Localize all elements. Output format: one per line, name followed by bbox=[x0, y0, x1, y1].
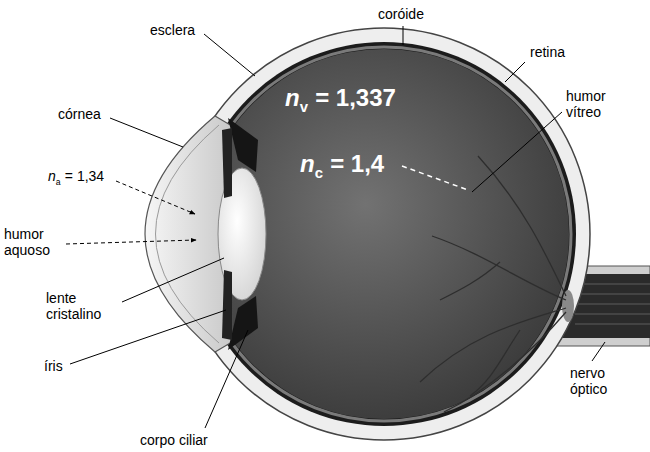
nerve-fibres bbox=[575, 284, 650, 324]
part-label: nervo óptico bbox=[570, 365, 626, 397]
leader-line bbox=[592, 342, 605, 361]
nerve-fibre bbox=[575, 304, 650, 305]
leader-line bbox=[110, 118, 183, 147]
part-name: corpo ciliar bbox=[140, 432, 208, 448]
blood-vessel bbox=[478, 156, 566, 296]
vitreous-body bbox=[199, 49, 569, 419]
part-label: córnea bbox=[58, 106, 101, 122]
cornea-inner-edge bbox=[156, 125, 220, 343]
leader-line bbox=[472, 112, 562, 192]
part-name: córnea bbox=[58, 106, 101, 122]
part-name: esclera bbox=[150, 22, 195, 38]
blood-vessel bbox=[432, 236, 566, 300]
index-subscript: v bbox=[300, 99, 308, 115]
part-label: íris bbox=[44, 358, 63, 374]
index-subscript: a bbox=[56, 177, 61, 187]
part-label: corpo ciliar bbox=[140, 432, 208, 448]
leader-line bbox=[505, 62, 525, 82]
blood-vessels bbox=[420, 156, 566, 412]
part-label: retina bbox=[530, 44, 565, 60]
leader-arrow bbox=[66, 240, 196, 244]
leader-line bbox=[403, 26, 404, 45]
part-label: coróide bbox=[378, 6, 424, 22]
blood-vessel bbox=[420, 308, 566, 382]
iris bbox=[222, 270, 232, 340]
index-subscript: c bbox=[315, 165, 323, 181]
part-name: humor vítreo bbox=[566, 88, 606, 120]
index-value: = 1,4 bbox=[330, 150, 384, 177]
part-name: nervo óptico bbox=[570, 365, 607, 397]
blood-vessel bbox=[444, 312, 566, 412]
part-label: lente cristalino bbox=[46, 290, 118, 322]
nerve-fibre bbox=[575, 294, 650, 295]
dashed-pointer bbox=[402, 166, 468, 190]
leader-line bbox=[122, 258, 224, 302]
index-symbol: n bbox=[48, 168, 56, 184]
part-label: humor vítreo bbox=[566, 88, 620, 120]
refractive-index-label: na = 1,34 bbox=[48, 168, 104, 187]
leader-line bbox=[204, 34, 255, 76]
nerve-fibre bbox=[575, 324, 650, 325]
optic-disc bbox=[562, 290, 574, 322]
blood-vessel bbox=[440, 262, 500, 300]
refractive-index-label: nc = 1,4 bbox=[300, 150, 384, 183]
part-label: esclera bbox=[150, 22, 195, 38]
part-name: íris bbox=[44, 358, 63, 374]
leader-arrow bbox=[116, 181, 195, 214]
choroid bbox=[192, 42, 576, 426]
index-value: = 1,337 bbox=[315, 84, 396, 111]
index-symbol: n bbox=[285, 84, 300, 111]
index-symbol: n bbox=[300, 150, 315, 177]
leader-lines bbox=[66, 26, 605, 428]
nerve-fibre bbox=[575, 314, 650, 315]
ciliary-body bbox=[228, 118, 258, 172]
retina-layer bbox=[197, 47, 571, 421]
refractive-index-label: nv = 1,337 bbox=[285, 84, 396, 117]
part-label: humor aquoso bbox=[4, 226, 62, 258]
sclera bbox=[178, 28, 590, 440]
nerve-fibre bbox=[575, 284, 650, 285]
index-value: = 1,34 bbox=[65, 168, 104, 184]
blood-vessel bbox=[470, 330, 520, 396]
leader-line bbox=[205, 330, 248, 428]
part-name: coróide bbox=[378, 6, 424, 22]
iris bbox=[222, 128, 232, 198]
part-name: lente cristalino bbox=[46, 290, 101, 322]
part-name: retina bbox=[530, 44, 565, 60]
part-name: humor aquoso bbox=[4, 226, 50, 258]
